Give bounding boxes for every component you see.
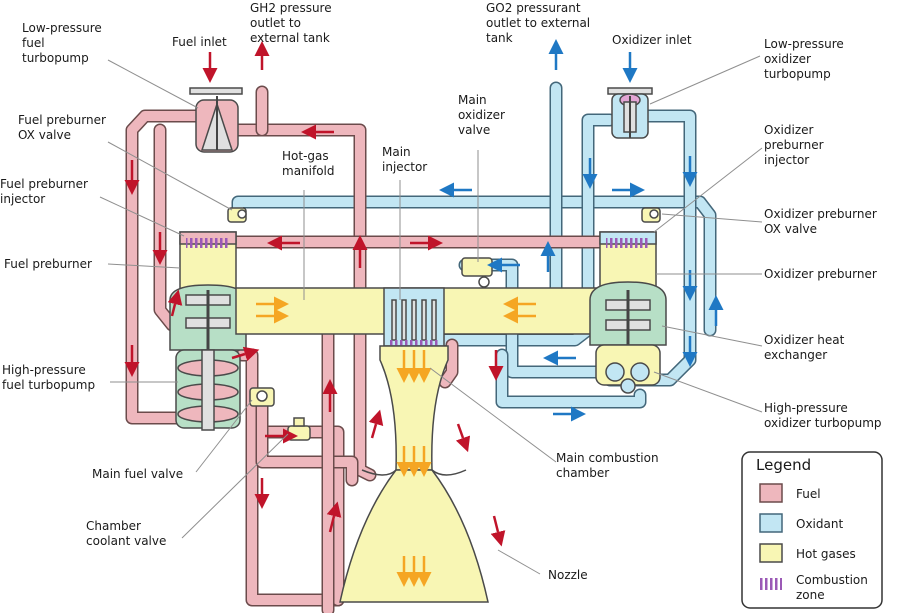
legend-title: Legend bbox=[756, 456, 811, 474]
label-leader-lines bbox=[99, 55, 763, 575]
oxidant-flow-arrows bbox=[439, 39, 724, 422]
label-oxidizer-preburner-ox-valve: Oxidizer preburner OX valve bbox=[764, 207, 881, 236]
label-nozzle: Nozzle bbox=[548, 568, 588, 582]
high-pressure-fuel-turbopump bbox=[175, 349, 241, 431]
oxidizer-preburner-ox-valve[interactable] bbox=[641, 207, 661, 223]
label-fuel-preburner-injector: Fuel preburner injector bbox=[0, 177, 92, 206]
chamber-coolant-valve[interactable] bbox=[287, 417, 311, 441]
hot-gas-flow-arrows bbox=[256, 296, 536, 587]
label-low-pressure-fuel-turbopump: Low-pressure fuel turbopump bbox=[22, 21, 106, 65]
label-oxidizer-inlet: Oxidizer inlet bbox=[612, 33, 692, 47]
legend-label-combustion-zone: Combustion zone bbox=[796, 573, 872, 602]
label-oxidizer-preburner-injector: Oxidizer preburner injector bbox=[764, 123, 827, 167]
main-injector bbox=[383, 287, 445, 347]
label-go2-outlet: GO2 pressurant outlet to external tank bbox=[486, 1, 594, 45]
label-fuel-preburner-ox-valve: Fuel preburner OX valve bbox=[18, 113, 110, 142]
legend-swatch-oxidant bbox=[759, 513, 783, 533]
label-oxidizer-preburner: Oxidizer preburner bbox=[764, 267, 877, 281]
label-high-pressure-fuel-turbopump: High-pressure fuel turbopump bbox=[2, 363, 95, 392]
low-pressure-fuel-turbopump bbox=[189, 87, 243, 153]
high-pressure-oxidizer-turbopump bbox=[595, 344, 661, 394]
fuel-preburner-ox-valve[interactable] bbox=[227, 207, 247, 223]
legend-swatch-hot-gases bbox=[759, 543, 783, 563]
legend-swatch-fuel bbox=[759, 483, 783, 503]
label-hot-gas-manifold: Hot-gas manifold bbox=[282, 149, 335, 178]
fuel-flow-arrows bbox=[124, 41, 506, 547]
main-oxidizer-valve[interactable] bbox=[461, 257, 493, 288]
legend-label-hot-gases: Hot gases bbox=[796, 547, 856, 561]
label-main-oxidizer-valve: Main oxidizer valve bbox=[458, 93, 509, 137]
main-fuel-valve[interactable] bbox=[249, 387, 275, 407]
label-fuel-inlet: Fuel inlet bbox=[172, 35, 227, 49]
legend-label-fuel: Fuel bbox=[796, 487, 821, 501]
fuel-piping bbox=[125, 85, 609, 613]
label-oxidizer-heat-exchanger: Oxidizer heat exchanger bbox=[764, 333, 848, 362]
label-chamber-coolant-valve: Chamber coolant valve bbox=[86, 519, 166, 548]
label-main-combustion-chamber: Main combustion chamber bbox=[556, 451, 662, 480]
label-low-pressure-oxidizer-turbopump: Low-pressure oxidizer turbopump bbox=[764, 37, 848, 81]
label-main-fuel-valve: Main fuel valve bbox=[92, 467, 183, 481]
low-pressure-oxidizer-turbopump bbox=[607, 87, 653, 139]
legend-label-oxidant: Oxidant bbox=[796, 517, 843, 531]
label-gh2-outlet: GH2 pressure outlet to external tank bbox=[250, 1, 335, 45]
nozzle bbox=[339, 469, 489, 603]
label-fuel-preburner: Fuel preburner bbox=[4, 257, 92, 271]
component-labels: Low-pressure fuel turbopump Fuel inlet G… bbox=[0, 1, 882, 582]
label-main-injector: Main injector bbox=[382, 145, 427, 174]
legend-swatch-combustion-zone bbox=[760, 578, 782, 590]
legend: Legend Fuel Oxidant Hot gases Combustion… bbox=[741, 451, 883, 609]
oxidizer-preburner bbox=[589, 231, 667, 388]
label-high-pressure-oxidizer-turbopump: High-pressure oxidizer turbopump bbox=[764, 401, 882, 430]
